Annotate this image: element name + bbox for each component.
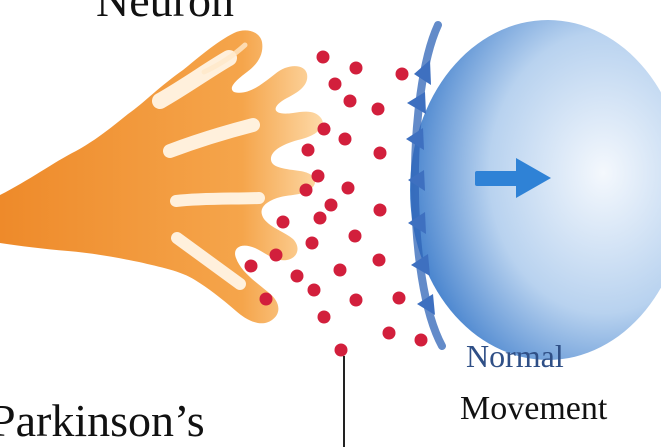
receiving-cell xyxy=(410,20,661,360)
neuron-terminal xyxy=(0,30,323,323)
parkinsons-label: Parkinson’s xyxy=(0,398,205,444)
top-label: Neuron xyxy=(96,0,234,24)
normal-label: Normal xyxy=(466,340,564,372)
movement-label: Movement xyxy=(460,392,607,426)
